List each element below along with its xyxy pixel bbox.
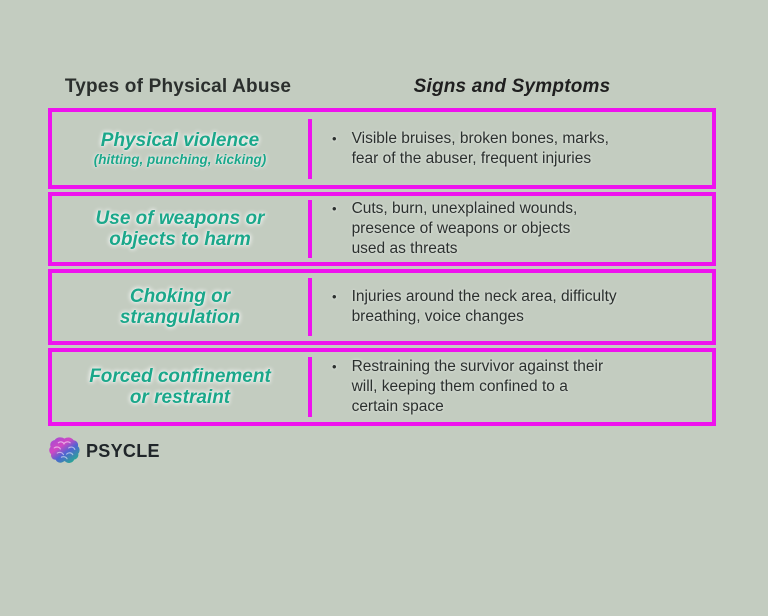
type-title: Physical violence [100, 129, 260, 151]
column-divider [308, 357, 312, 417]
symptom-cell: • Restraining the survivor against their… [312, 352, 712, 422]
type-cell: Forced confinement or restraint [52, 352, 308, 422]
type-cell: Physical violence (hitting, punching, ki… [52, 112, 308, 185]
column-divider [308, 278, 312, 336]
symptom-text: Visible bruises, broken bones, marks, fe… [351, 129, 609, 167]
column-divider [308, 118, 312, 179]
column-header-signs: Signs and Symptoms [413, 76, 611, 97]
symptom-text: Cuts, burn, unexplained wounds, presence… [351, 200, 578, 257]
logo-text: PSYCLE [86, 440, 160, 461]
psycle-logo: PSYCLE [48, 435, 160, 467]
table-row: Physical violence (hitting, punching, ki… [48, 108, 716, 189]
type-cell: Use of weapons or objects to harm [52, 196, 308, 262]
type-title: Use of weapons or objects to harm [95, 208, 265, 250]
bullet-icon: • [332, 289, 337, 304]
table-row: Use of weapons or objects to harm • Cuts… [48, 192, 716, 266]
table-row: Choking or strangulation • Injuries arou… [48, 269, 716, 345]
symptom-text: Injuries around the neck area, difficult… [351, 288, 617, 325]
column-header-types: Types of Physical Abuse [64, 76, 292, 97]
type-cell: Choking or strangulation [52, 273, 308, 341]
symptom-text: Restraining the survivor against their w… [351, 358, 604, 415]
table-header: Types of Physical Abuse Signs and Sympto… [48, 76, 716, 98]
type-subtitle: (hitting, punching, kicking) [93, 151, 267, 167]
symptom-cell: • Injuries around the neck area, difficu… [312, 273, 712, 341]
symptom-cell: • Cuts, burn, unexplained wounds, presen… [312, 196, 712, 262]
bullet-icon: • [332, 130, 337, 146]
bullet-icon: • [332, 201, 337, 216]
abuse-table: Physical violence (hitting, punching, ki… [48, 108, 716, 426]
type-title: Forced confinement or restraint [89, 366, 271, 408]
symptom-cell: • Visible bruises, broken bones, marks, … [312, 112, 712, 185]
brain-icon [49, 437, 80, 463]
type-title: Choking or strangulation [119, 286, 241, 328]
column-divider [308, 200, 312, 258]
table-row: Forced confinement or restraint • Restra… [48, 348, 716, 426]
bullet-icon: • [332, 359, 337, 374]
